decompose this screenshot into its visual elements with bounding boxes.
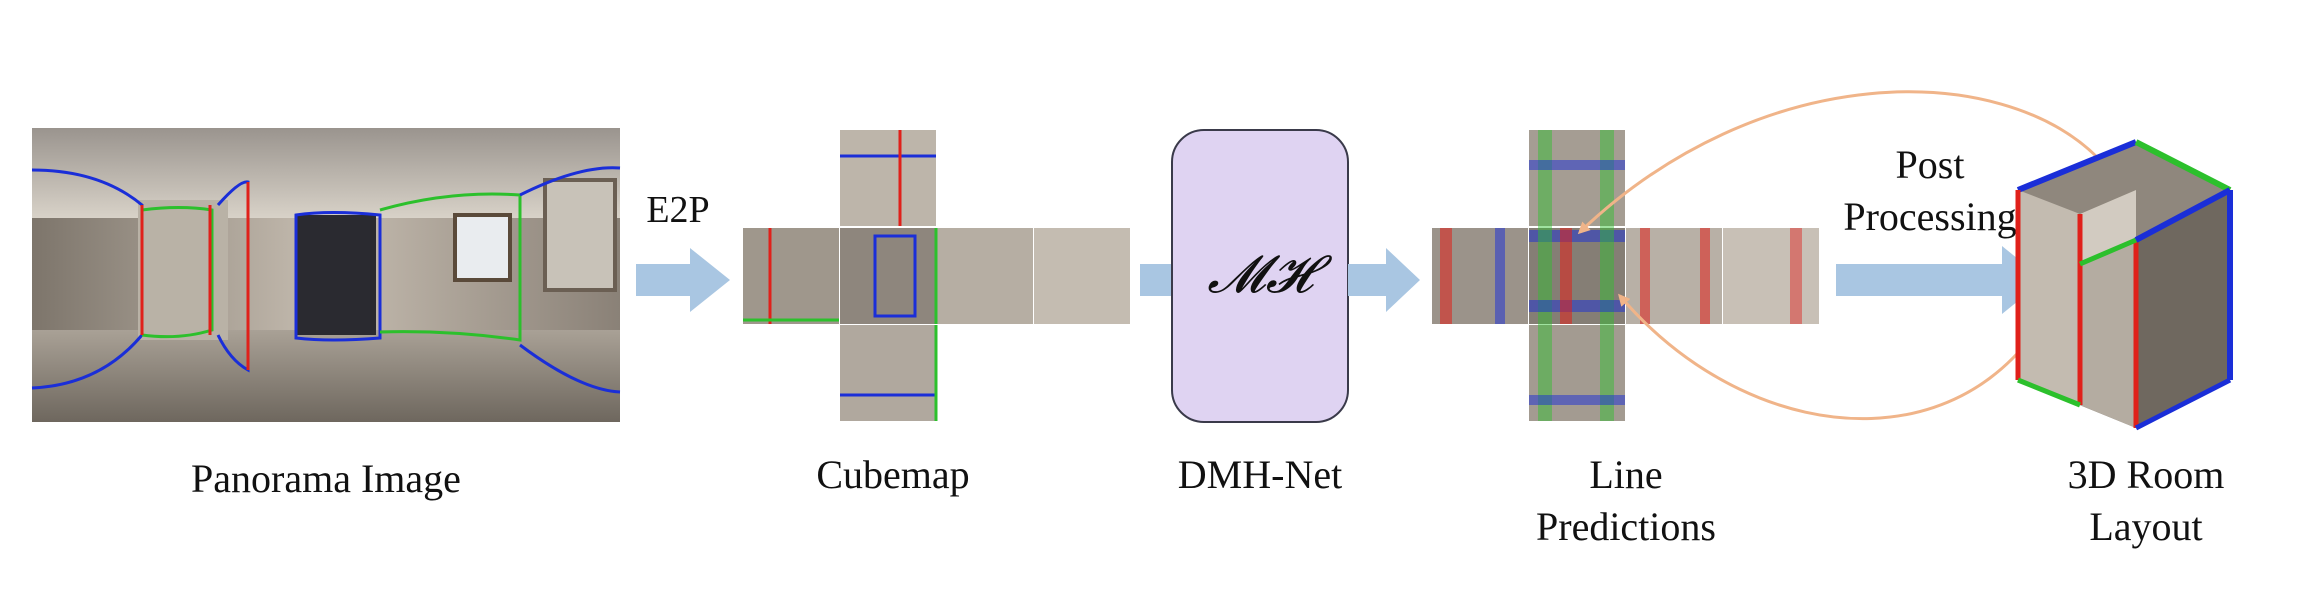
- e2p-label: E2P: [646, 189, 709, 231]
- curve-arrow-top: [1577, 90, 2100, 235]
- cubemap-to-network-arrow: [1140, 264, 1172, 296]
- panorama-label: Panorama Image: [191, 456, 461, 501]
- post-processing-arrow: [1836, 246, 2044, 314]
- e2p-arrow: [636, 248, 730, 312]
- cubemap: [743, 130, 1130, 421]
- line-predictions-label-2: Predictions: [1536, 504, 1716, 549]
- network-to-lines-arrow: [1348, 248, 1420, 312]
- post-processing-label-2: Processing: [1843, 194, 2016, 239]
- dmh-net-symbol: 𝓜𝓗: [1207, 245, 1332, 305]
- line-predictions: [1432, 130, 1819, 421]
- dmh-net-label: DMH-Net: [1178, 452, 1342, 497]
- cubemap-label: Cubemap: [816, 452, 969, 497]
- line-predictions-label-1: Line: [1589, 452, 1662, 497]
- panorama-image: [31, 128, 621, 422]
- room-layout-label-1: 3D Room: [2068, 452, 2225, 497]
- room-layout-label-2: Layout: [2089, 504, 2202, 549]
- post-processing-label-1: Post: [1896, 142, 1965, 187]
- room-layout-3d: [2015, 139, 2233, 431]
